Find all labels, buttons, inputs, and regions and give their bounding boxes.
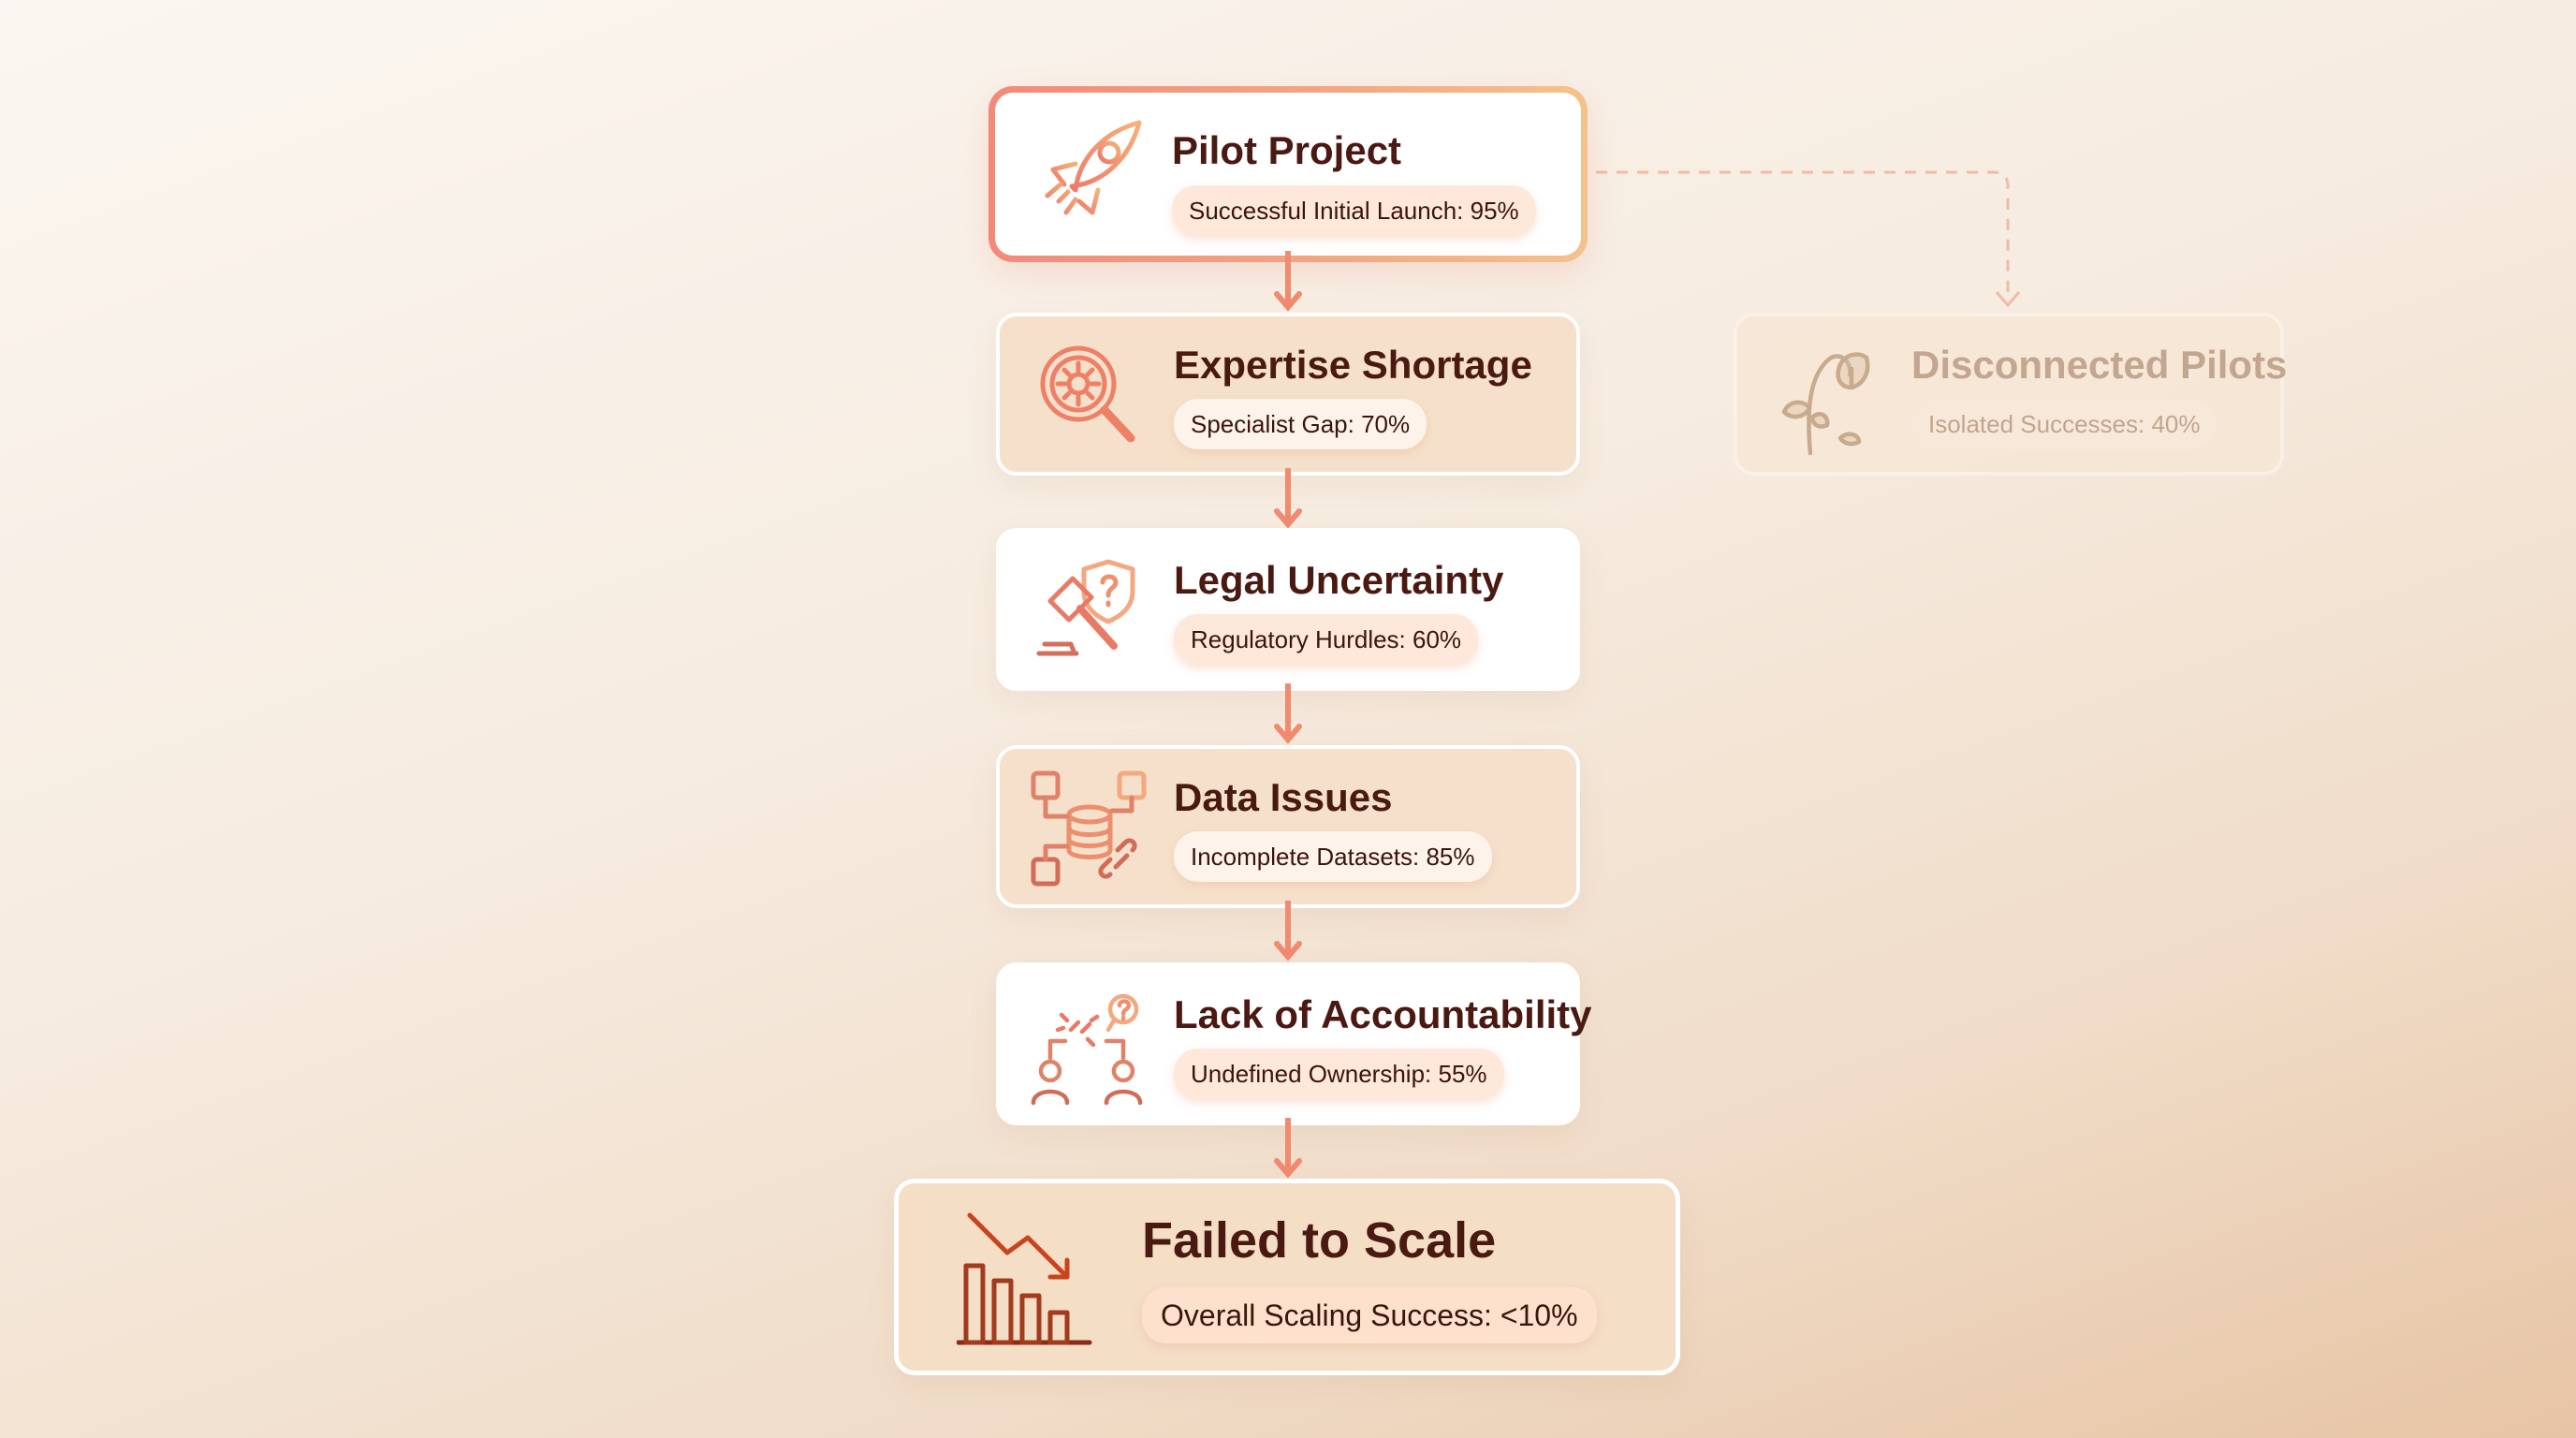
step-metric-badge: Incomplete Datasets: 85% <box>1174 831 1492 882</box>
step-card-data-issues: Data Issues Incomplete Datasets: 85% <box>996 745 1580 908</box>
gavel-shield-icon <box>1036 559 1135 656</box>
outcome-title: Failed to Scale <box>1142 1212 1497 1269</box>
outcome-card-failed-to-scale: Failed to Scale Overall Scaling Success:… <box>894 1179 1680 1375</box>
flow-arrow <box>1274 468 1302 529</box>
side-title: Disconnected Pilots <box>1911 343 2288 387</box>
people-broken-link-icon <box>1031 993 1143 1106</box>
flow-arrow <box>1274 251 1302 312</box>
magnifier-gear-icon <box>1040 345 1135 443</box>
flow-arrow <box>1274 683 1302 744</box>
step-card-lack-of-accountability: Lack of Accountability Undefined Ownersh… <box>996 962 1592 1125</box>
side-card-disconnected-pilots: Disconnected Pilots Isolated Successes: … <box>1734 313 2288 476</box>
side-metric-badge: Isolated Successes: 40% <box>1911 399 2217 449</box>
step-card-pilot-project: Pilot Project Successful Initial Launch:… <box>988 86 1588 262</box>
step-metric-badge: Regulatory Hurdles: 60% <box>1174 614 1479 665</box>
declining-bar-chart-icon <box>957 1212 1092 1345</box>
wilted-flower-icon <box>1781 352 1870 456</box>
step-metric-badge: Specialist Gap: 70% <box>1174 399 1427 449</box>
step-title: Legal Uncertainty <box>1174 558 1504 602</box>
database-network-icon <box>1031 770 1147 887</box>
flow-arrow <box>1274 901 1302 961</box>
flow-arrow <box>1274 1118 1302 1179</box>
step-title: Pilot Project <box>1172 128 1402 172</box>
step-title: Expertise Shortage <box>1174 343 1532 387</box>
rocket-icon <box>1045 120 1142 215</box>
step-metric-badge: Successful Initial Launch: 95% <box>1172 185 1536 236</box>
step-title: Data Issues <box>1174 775 1393 819</box>
step-metric-badge: Undefined Ownership: 55% <box>1174 1049 1504 1099</box>
step-card-expertise-shortage: Expertise Shortage Specialist Gap: 70% <box>996 313 1580 476</box>
step-title: Lack of Accountability <box>1174 992 1592 1036</box>
outcome-metric-badge: Overall Scaling Success: <10% <box>1142 1287 1597 1343</box>
step-card-legal-uncertainty: Legal Uncertainty Regulatory Hurdles: 60… <box>996 528 1580 691</box>
